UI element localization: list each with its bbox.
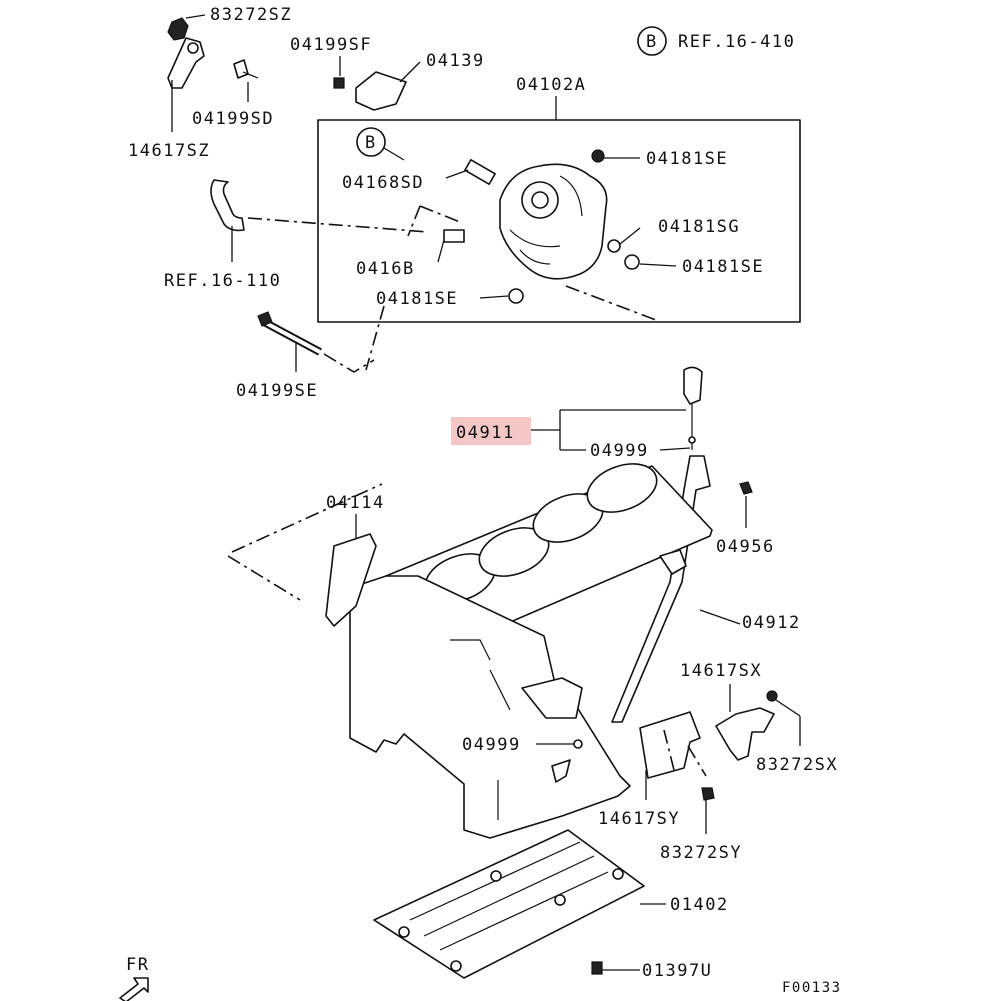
bracket-14617sy-group: 14617SY 83272SY xyxy=(598,711,742,863)
label-04911[interactable]: 04911 xyxy=(456,423,515,443)
pin-04168sd-icon xyxy=(464,159,496,185)
ref-top-label: REF.16-410 xyxy=(678,32,795,52)
marker-b-label-2: B xyxy=(365,133,377,153)
bolt-04199sd-icon xyxy=(233,59,249,79)
plate-04139-group: 04199SF 04139 xyxy=(290,35,485,111)
plug-04181se-b-icon xyxy=(624,254,640,270)
label-14617sx[interactable]: 14617SX xyxy=(680,661,762,681)
bolt-83272sz-icon xyxy=(167,17,189,41)
block-side-icon xyxy=(349,575,631,839)
bolt-83272sy-icon xyxy=(701,787,715,801)
marker-b-label: B xyxy=(646,32,658,52)
bolt-04199se-group: 04199SE xyxy=(236,311,375,401)
oil-pump-assembly-group: 04102A B 04181SE 04168SD 04181SG 04181SE… xyxy=(317,75,801,371)
bolt-01397u-icon xyxy=(591,961,603,975)
front-arrow-icon xyxy=(119,977,149,1001)
label-04114[interactable]: 04114 xyxy=(326,493,385,513)
bolt-04199se-icon xyxy=(257,311,273,327)
marker-b-circle-2 xyxy=(356,127,386,157)
label-04199sd[interactable]: 04199SD xyxy=(192,109,274,129)
oil-pump-housing-icon xyxy=(499,163,608,280)
label-04199se[interactable]: 04199SE xyxy=(236,381,318,401)
engine-block: 04999 xyxy=(349,463,713,839)
bedplate-01402-icon xyxy=(373,829,645,979)
bracket-14617sy-icon xyxy=(639,711,701,779)
bolt-04956-icon xyxy=(739,481,753,495)
marker-b-circle xyxy=(637,26,667,56)
label-83272sy[interactable]: 83272SY xyxy=(660,843,742,863)
figure-code: F00133 xyxy=(782,980,842,996)
plate-04139-icon xyxy=(355,71,407,111)
bracket-04114-icon xyxy=(325,533,377,627)
bolt-04199sf-icon xyxy=(333,77,345,89)
label-04912[interactable]: 04912 xyxy=(742,613,801,633)
label-04999-b[interactable]: 04999 xyxy=(462,735,521,755)
hose-ref-group: REF.16-110 xyxy=(164,179,429,291)
bolt-83272sx-icon xyxy=(766,690,778,702)
label-04181se-a[interactable]: 04181SE xyxy=(646,149,728,169)
front-marker: FR xyxy=(119,955,149,1001)
hose-icon xyxy=(210,179,245,232)
label-04199sf[interactable]: 04199SF xyxy=(290,35,372,55)
plug-04181sg-icon xyxy=(607,239,621,253)
ref-b-callout: B REF.16-410 xyxy=(637,26,795,56)
dipstick-handle-icon xyxy=(683,366,703,405)
label-04181sg[interactable]: 04181SG xyxy=(658,217,740,237)
pin-0416b-icon xyxy=(443,229,465,243)
cylinder-4-icon xyxy=(586,463,658,513)
bracket-14617sz-icon xyxy=(167,37,205,89)
label-01397u[interactable]: 01397U xyxy=(642,961,712,981)
label-04139[interactable]: 04139 xyxy=(426,51,485,71)
bracket-14617sx-icon xyxy=(715,707,775,761)
front-marker-label: FR xyxy=(126,955,149,975)
label-0416b[interactable]: 0416B xyxy=(356,259,415,279)
bracket-14617sz-group: 83272SZ 14617SZ 04199SD xyxy=(128,5,292,161)
plug-04999-b-icon xyxy=(573,739,583,749)
label-04181se-b[interactable]: 04181SE xyxy=(682,257,764,277)
label-04168sd[interactable]: 04168SD xyxy=(342,173,424,193)
assembly-frame xyxy=(317,119,801,323)
label-04181se-c[interactable]: 04181SE xyxy=(376,289,458,309)
mount-boss-icon xyxy=(521,677,583,719)
plug-04181se-c-icon xyxy=(508,288,524,304)
label-04999-a[interactable]: 04999 xyxy=(590,441,649,461)
bedplate-01402-group: 01402 01397U xyxy=(373,829,729,981)
tube-bracket-icon xyxy=(659,549,687,575)
label-83272sz[interactable]: 83272SZ xyxy=(210,5,292,25)
label-04956[interactable]: 04956 xyxy=(716,537,775,557)
label-14617sz[interactable]: 14617SZ xyxy=(128,141,210,161)
label-83272sx[interactable]: 83272SX xyxy=(756,755,838,775)
highlight-04911 xyxy=(451,417,531,445)
plug-04181se-icon xyxy=(591,149,605,163)
bracket-04114-group: 04114 xyxy=(227,483,385,627)
label-ref-hose[interactable]: REF.16-110 xyxy=(164,271,281,291)
label-04102a[interactable]: 04102A xyxy=(516,75,586,95)
label-01402[interactable]: 01402 xyxy=(670,895,729,915)
bracket-14617sx-group: 14617SX 83272SX xyxy=(680,661,838,775)
block-lug-icon xyxy=(551,759,571,783)
label-14617sy[interactable]: 14617SY xyxy=(598,809,680,829)
